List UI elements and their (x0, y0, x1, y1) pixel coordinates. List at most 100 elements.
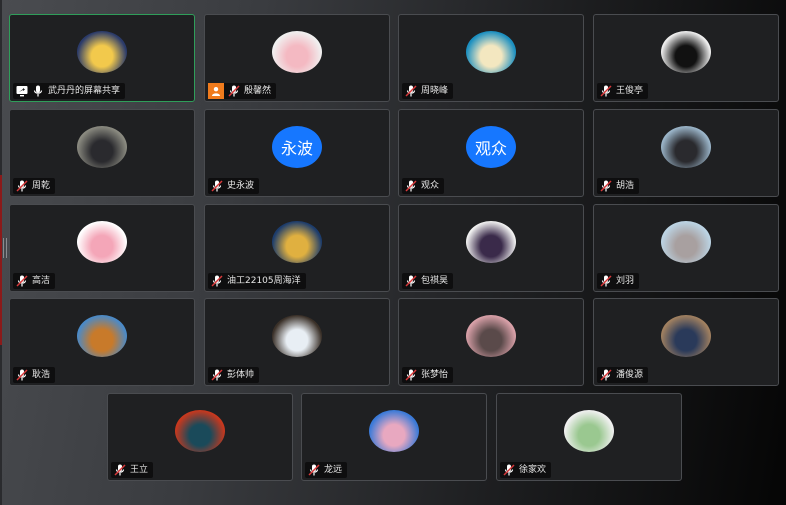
participant-tile-11[interactable]: 包祺昊 (398, 204, 584, 292)
participant-tile-13[interactable]: 耿浩 (9, 298, 195, 386)
participant-nameplate: 史永波 (208, 178, 260, 194)
participant-text-avatar: 永波 (272, 126, 322, 168)
panel-resize-handle[interactable] (3, 238, 7, 258)
microphone-muted-icon[interactable] (600, 180, 612, 192)
participant-avatar (661, 126, 711, 168)
participant-avatar (661, 31, 711, 73)
participant-avatar (77, 126, 127, 168)
participant-avatar (77, 221, 127, 263)
participant-nameplate: 耿浩 (13, 367, 56, 383)
participant-nameplate: 王俊亭 (597, 83, 649, 99)
participant-tile-19[interactable]: 徐家欢 (496, 393, 682, 481)
participant-name: 史永波 (227, 181, 255, 191)
participant-name: 彭体帅 (227, 370, 255, 380)
participant-name: 张梦怡 (421, 370, 449, 380)
microphone-muted-icon[interactable] (405, 369, 417, 381)
participant-tile-14[interactable]: 彭体帅 (204, 298, 390, 386)
participant-tile-16[interactable]: 潘俊源 (593, 298, 779, 386)
participant-tile-15[interactable]: 张梦怡 (398, 298, 584, 386)
participant-name: 油工22105周海洋 (227, 276, 301, 286)
participant-nameplate: 殷馨然 (208, 83, 277, 99)
participant-nameplate: 刘羽 (597, 273, 640, 289)
microphone-muted-icon[interactable] (405, 85, 417, 97)
participant-tile-18[interactable]: 龙远 (301, 393, 487, 481)
microphone-muted-icon[interactable] (600, 369, 612, 381)
participant-nameplate: 高洁 (13, 273, 56, 289)
participant-name: 耿浩 (32, 370, 51, 380)
participant-tile-9[interactable]: 高洁 (9, 204, 195, 292)
participant-tile-4[interactable]: 王俊亭 (593, 14, 779, 102)
microphone-muted-icon[interactable] (16, 275, 28, 287)
participant-text-avatar: 观众 (466, 126, 516, 168)
participant-name: 胡浩 (616, 181, 635, 191)
microphone-muted-icon[interactable] (228, 85, 240, 97)
participant-name: 王立 (130, 465, 149, 475)
participant-nameplate: 包祺昊 (402, 273, 454, 289)
screen-share-icon (16, 85, 28, 97)
host-user-icon (208, 83, 224, 99)
left-edge-bar (0, 0, 2, 505)
participant-name: 高洁 (32, 276, 51, 286)
participant-nameplate: 胡浩 (597, 178, 640, 194)
participant-name: 周晓峰 (421, 86, 449, 96)
participant-name: 周乾 (32, 181, 51, 191)
participant-nameplate: 龙远 (305, 462, 348, 478)
participant-nameplate: 潘俊源 (597, 367, 649, 383)
participant-avatar (466, 31, 516, 73)
participant-avatar (272, 221, 322, 263)
participant-tile-1[interactable]: 武丹丹的屏幕共享 (9, 14, 195, 102)
participant-name: 刘羽 (616, 276, 635, 286)
participant-avatar (175, 410, 225, 452)
participant-tile-5[interactable]: 周乾 (9, 109, 195, 197)
participant-tile-12[interactable]: 刘羽 (593, 204, 779, 292)
participant-avatar (661, 221, 711, 263)
microphone-muted-icon[interactable] (16, 369, 28, 381)
participant-avatar (661, 315, 711, 357)
participant-nameplate: 王立 (111, 462, 154, 478)
participant-tile-2[interactable]: 殷馨然 (204, 14, 390, 102)
participant-name: 武丹丹的屏幕共享 (48, 86, 121, 96)
participant-avatar (272, 31, 322, 73)
microphone-muted-icon[interactable] (503, 464, 515, 476)
participant-nameplate: 周晓峰 (402, 83, 454, 99)
participant-avatar (272, 315, 322, 357)
participant-tile-17[interactable]: 王立 (107, 393, 293, 481)
participant-name: 殷馨然 (244, 86, 272, 96)
participant-name: 观众 (421, 181, 440, 191)
participant-nameplate: 彭体帅 (208, 367, 260, 383)
participant-name: 龙远 (324, 465, 343, 475)
microphone-muted-icon[interactable] (600, 275, 612, 287)
microphone-muted-icon[interactable] (16, 180, 28, 192)
participant-name: 王俊亭 (616, 86, 644, 96)
participant-avatar (564, 410, 614, 452)
participant-name: 徐家欢 (519, 465, 547, 475)
microphone-muted-icon[interactable] (211, 369, 223, 381)
microphone-muted-icon[interactable] (600, 85, 612, 97)
microphone-muted-icon[interactable] (308, 464, 320, 476)
microphone-muted-icon[interactable] (114, 464, 126, 476)
microphone-muted-icon[interactable] (211, 180, 223, 192)
microphone-muted-icon[interactable] (405, 180, 417, 192)
participant-avatar (369, 410, 419, 452)
participant-name: 包祺昊 (421, 276, 449, 286)
microphone-muted-icon[interactable] (211, 275, 223, 287)
participant-avatar (466, 221, 516, 263)
participant-avatar (77, 31, 127, 73)
participant-avatar (77, 315, 127, 357)
participant-nameplate: 油工22105周海洋 (208, 273, 306, 289)
left-edge-red-indicator (0, 175, 2, 345)
microphone-muted-icon[interactable] (405, 275, 417, 287)
participant-nameplate: 周乾 (13, 178, 56, 194)
participant-nameplate: 武丹丹的屏幕共享 (13, 83, 126, 99)
participant-avatar (466, 315, 516, 357)
participant-tile-7[interactable]: 观众 观众 (398, 109, 584, 197)
participant-tile-8[interactable]: 胡浩 (593, 109, 779, 197)
participant-nameplate: 观众 (402, 178, 445, 194)
participant-tile-10[interactable]: 油工22105周海洋 (204, 204, 390, 292)
participant-nameplate: 张梦怡 (402, 367, 454, 383)
participant-nameplate: 徐家欢 (500, 462, 552, 478)
participant-name: 潘俊源 (616, 370, 644, 380)
participant-tile-6[interactable]: 永波 史永波 (204, 109, 390, 197)
participant-tile-3[interactable]: 周晓峰 (398, 14, 584, 102)
microphone-icon[interactable] (32, 85, 44, 97)
